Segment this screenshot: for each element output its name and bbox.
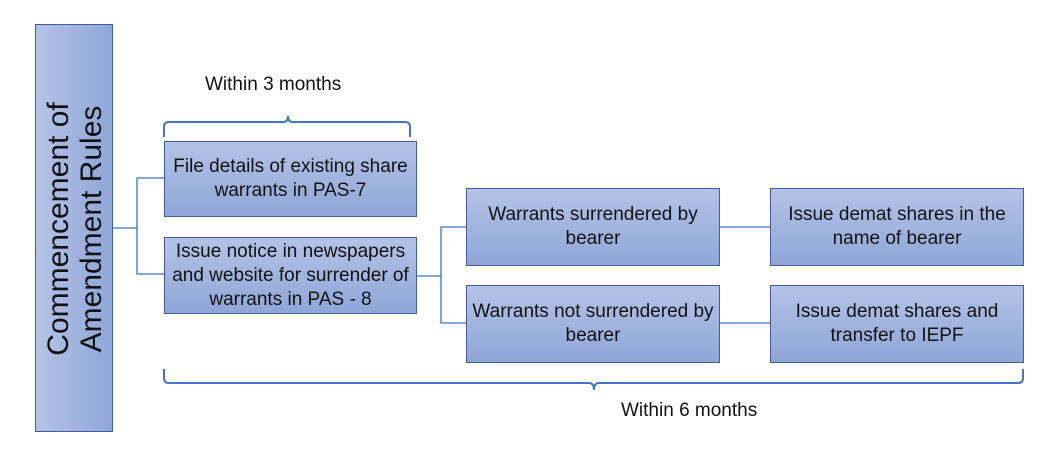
warrants-not-surrendered-box: Warrants not surrendered by bearer <box>466 285 720 363</box>
within-3-months-label: Within 3 months <box>205 74 342 95</box>
warrants-surrendered-text: Warrants surrendered by bearer <box>488 204 698 249</box>
connector-notice <box>417 226 466 324</box>
issue-notice-text: Issue notice in newspapers and website f… <box>172 240 409 310</box>
file-details-text: File details of existing share warrants … <box>173 156 408 201</box>
issue-notice-box: Issue notice in newspapers and website f… <box>164 237 417 314</box>
warrants-not-surrendered-text: Warrants not surrendered by bearer <box>472 301 714 346</box>
bracket-3-months <box>163 115 411 137</box>
within-6-months-label: Within 6 months <box>621 400 758 421</box>
demat-bearer-text: Issue demat shares in the name of bearer <box>788 204 1006 249</box>
bracket-6-months <box>163 369 1024 391</box>
file-details-box: File details of existing share warrants … <box>164 141 417 217</box>
commencement-box: Commencement of Amendment Rules <box>35 24 113 432</box>
warrants-surrendered-box: Warrants surrendered by bearer <box>466 188 720 266</box>
commencement-label: Commencement of Amendment Rules <box>42 102 108 356</box>
demat-iepf-box: Issue demat shares and transfer to IEPF <box>770 285 1024 363</box>
demat-iepf-text: Issue demat shares and transfer to IEPF <box>795 301 999 346</box>
connector-start <box>113 177 164 275</box>
demat-bearer-box: Issue demat shares in the name of bearer <box>770 188 1024 266</box>
